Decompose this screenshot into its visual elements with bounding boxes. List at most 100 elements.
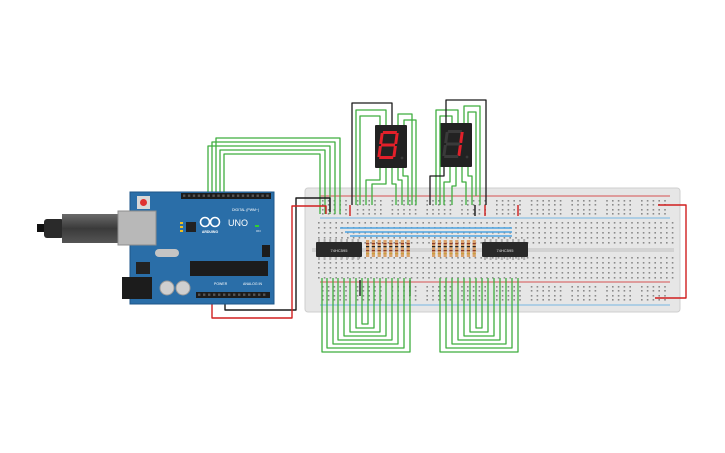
- rail-hole[interactable]: [443, 209, 446, 211]
- power-analog-pin[interactable]: [238, 293, 241, 296]
- terminal-hole[interactable]: [486, 277, 488, 279]
- resistor[interactable]: [455, 240, 459, 257]
- rail-hole[interactable]: [484, 290, 486, 292]
- power-analog-pin[interactable]: [223, 293, 226, 296]
- rail-hole[interactable]: [426, 299, 428, 301]
- rail-hole[interactable]: [577, 204, 579, 206]
- terminal-hole[interactable]: [457, 237, 459, 239]
- wire-green-loop[interactable]: [469, 278, 489, 333]
- terminal-hole[interactable]: [666, 272, 668, 274]
- rail-hole[interactable]: [554, 209, 556, 211]
- terminal-hole[interactable]: [654, 227, 656, 229]
- terminal-hole[interactable]: [671, 222, 674, 224]
- terminal-hole[interactable]: [631, 277, 633, 279]
- terminal-hole[interactable]: [323, 237, 326, 239]
- rail-hole[interactable]: [554, 290, 556, 292]
- terminal-hole[interactable]: [335, 267, 337, 269]
- terminal-hole[interactable]: [364, 272, 366, 274]
- terminal-hole[interactable]: [497, 222, 500, 224]
- terminal-hole[interactable]: [451, 257, 453, 259]
- terminal-hole[interactable]: [405, 262, 407, 264]
- terminal-hole[interactable]: [532, 257, 535, 259]
- rail-hole[interactable]: [496, 200, 498, 202]
- terminal-hole[interactable]: [637, 222, 639, 224]
- terminal-hole[interactable]: [376, 262, 378, 264]
- rail-hole[interactable]: [449, 200, 452, 202]
- terminal-hole[interactable]: [648, 227, 651, 229]
- rail-hole[interactable]: [548, 200, 550, 202]
- terminal-hole[interactable]: [341, 267, 343, 269]
- terminal-hole[interactable]: [335, 277, 337, 279]
- terminal-hole[interactable]: [515, 227, 517, 229]
- terminal-hole[interactable]: [492, 277, 494, 279]
- rail-hole[interactable]: [345, 213, 347, 215]
- rail-hole[interactable]: [571, 290, 573, 292]
- terminal-hole[interactable]: [596, 272, 598, 274]
- seven-segment-right[interactable]: 1: [440, 123, 472, 167]
- digital-pin[interactable]: [183, 194, 186, 197]
- terminal-hole[interactable]: [434, 237, 436, 239]
- terminal-hole[interactable]: [410, 262, 413, 264]
- rail-hole[interactable]: [530, 204, 533, 206]
- terminal-hole[interactable]: [579, 242, 581, 244]
- rail-hole[interactable]: [542, 204, 544, 206]
- terminal-hole[interactable]: [370, 262, 372, 264]
- terminal-hole[interactable]: [416, 222, 419, 224]
- terminal-hole[interactable]: [381, 262, 384, 264]
- rail-hole[interactable]: [322, 209, 324, 211]
- terminal-hole[interactable]: [468, 262, 471, 264]
- rail-hole[interactable]: [606, 290, 608, 292]
- rail-hole[interactable]: [501, 209, 504, 211]
- terminal-hole[interactable]: [648, 272, 651, 274]
- terminal-hole[interactable]: [318, 262, 320, 264]
- rail-hole[interactable]: [333, 290, 336, 292]
- terminal-hole[interactable]: [370, 277, 372, 279]
- rail-hole[interactable]: [391, 200, 394, 202]
- rail-hole[interactable]: [443, 299, 446, 301]
- terminal-hole[interactable]: [532, 272, 535, 274]
- rail-hole[interactable]: [362, 299, 365, 301]
- terminal-hole[interactable]: [654, 272, 656, 274]
- rail-hole[interactable]: [501, 200, 504, 202]
- terminal-hole[interactable]: [393, 242, 395, 244]
- rail-hole[interactable]: [478, 209, 481, 211]
- terminal-hole[interactable]: [590, 227, 593, 229]
- resistor[interactable]: [400, 240, 404, 257]
- terminal-hole[interactable]: [573, 277, 575, 279]
- rail-hole[interactable]: [606, 295, 608, 297]
- rail-hole[interactable]: [374, 200, 376, 202]
- terminal-hole[interactable]: [590, 237, 593, 239]
- rail-hole[interactable]: [536, 209, 539, 211]
- rail-hole[interactable]: [559, 286, 562, 288]
- terminal-hole[interactable]: [428, 262, 430, 264]
- terminal-hole[interactable]: [526, 272, 529, 274]
- terminal-hole[interactable]: [596, 227, 598, 229]
- rail-hole[interactable]: [443, 213, 446, 215]
- rail-hole[interactable]: [333, 286, 336, 288]
- rail-hole[interactable]: [322, 200, 324, 202]
- rail-hole[interactable]: [438, 209, 440, 211]
- terminal-hole[interactable]: [654, 257, 656, 259]
- rail-hole[interactable]: [449, 286, 452, 288]
- terminal-hole[interactable]: [399, 242, 401, 244]
- terminal-hole[interactable]: [381, 257, 384, 259]
- terminal-hole[interactable]: [532, 232, 535, 234]
- terminal-hole[interactable]: [347, 277, 349, 279]
- rail-hole[interactable]: [583, 290, 585, 292]
- rail-hole[interactable]: [461, 213, 463, 215]
- rail-hole[interactable]: [588, 290, 591, 292]
- rail-hole[interactable]: [484, 286, 486, 288]
- terminal-hole[interactable]: [602, 242, 604, 244]
- rail-hole[interactable]: [664, 213, 666, 215]
- terminal-hole[interactable]: [457, 277, 459, 279]
- terminal-hole[interactable]: [376, 257, 378, 259]
- rail-hole[interactable]: [449, 204, 452, 206]
- terminal-hole[interactable]: [358, 262, 361, 264]
- rail-hole[interactable]: [374, 286, 376, 288]
- terminal-hole[interactable]: [445, 277, 448, 279]
- terminal-hole[interactable]: [329, 232, 332, 234]
- terminal-hole[interactable]: [608, 227, 610, 229]
- terminal-hole[interactable]: [532, 277, 535, 279]
- rail-hole[interactable]: [519, 200, 521, 202]
- terminal-hole[interactable]: [364, 237, 366, 239]
